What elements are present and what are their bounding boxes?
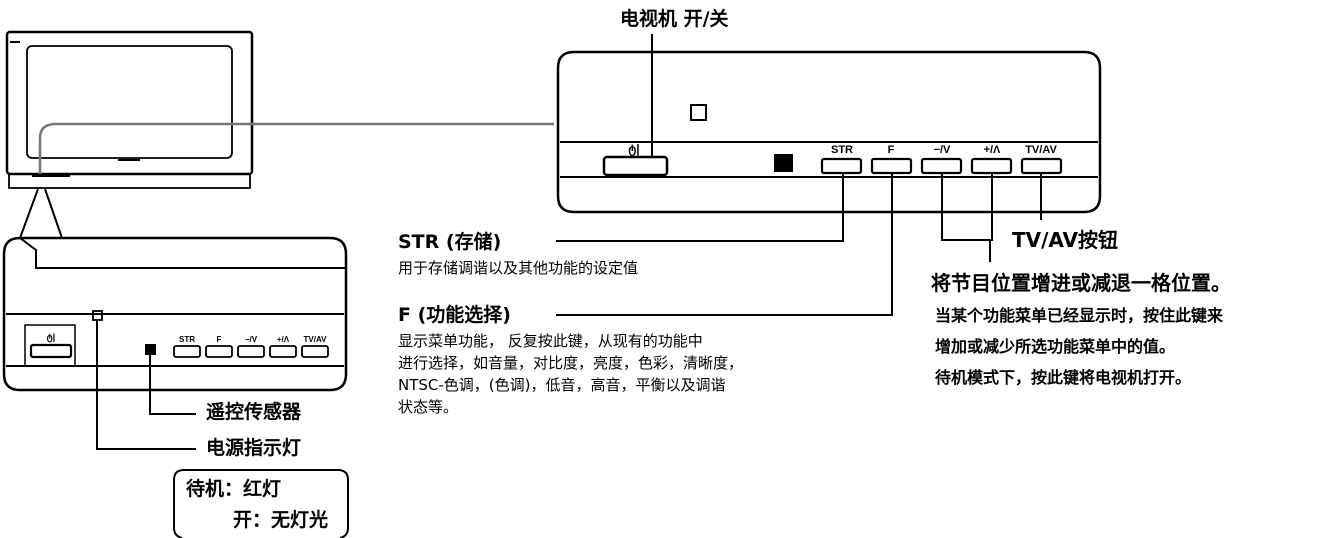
- zoom-lines: [19, 188, 63, 239]
- leader-func: [556, 173, 893, 316]
- str-title: STR (存储): [398, 231, 502, 253]
- small-label-f: F: [217, 335, 222, 344]
- func-line-1: 显示菜单功能， 反复按此键，从现有的功能中: [398, 332, 703, 350]
- remote-sensor-label: 遥控传感器: [206, 401, 302, 423]
- big-label-minus: −/V: [934, 144, 951, 156]
- leader-power-indicator: [96, 320, 196, 450]
- small-control-panel: [2, 236, 348, 392]
- small-power-symbol: ტ|: [47, 332, 55, 343]
- power-indicator-label: 电源指示灯: [206, 437, 302, 459]
- big-label-str: STR: [831, 144, 853, 156]
- prog-line-3: 待机模式下，按此键将电视机打开。: [935, 368, 1192, 387]
- tvav-title: TV/AV按钮: [1012, 228, 1119, 252]
- zoom-bracket: [19, 237, 346, 269]
- func-line-4: 状态等。: [398, 398, 459, 416]
- tv-set: [5, 30, 254, 189]
- prog-line-1: 当某个功能菜单已经显示时，按住此键来: [935, 306, 1224, 325]
- leader-remote-sensor: [149, 355, 196, 415]
- big-power-symbol: ტ|: [628, 142, 639, 157]
- small-label-tvav: TV/AV: [304, 335, 328, 344]
- big-label-f: F: [888, 144, 895, 156]
- str-description: 用于存储调谐以及其他功能的设定值: [398, 259, 639, 277]
- func-line-3: NTSC-色调，(色调)，低音，高音，平衡以及调谐: [398, 376, 726, 394]
- func-line-2: 进行选择，如音量，对比度，亮度，色彩，清晰度，: [398, 354, 744, 372]
- big-label-plus: +/Λ: [984, 144, 1001, 156]
- small-label-str: STR: [179, 335, 195, 344]
- small-label-minus: −/V: [245, 335, 258, 344]
- big-control-panel: [556, 50, 1102, 214]
- prog-title: 将节目位置增进或减退一格位置。: [931, 271, 1231, 295]
- small-label-plus: +/Λ: [277, 335, 290, 344]
- indicator-on: 开：无灯光: [233, 509, 329, 531]
- leader-prog: [941, 173, 993, 262]
- leader-str: [556, 173, 844, 242]
- indicator-standby: 待机：红灯: [186, 478, 282, 500]
- prog-line-2: 增加或减少所选功能菜单中的值。: [935, 337, 1176, 356]
- func-title: F (功能选择): [398, 304, 511, 326]
- tv-to-panel-connector: [38, 122, 554, 174]
- big-label-tvav: TV/AV: [1025, 144, 1057, 156]
- power-title: 电视机 开/关: [620, 8, 729, 30]
- indicator-box-frame: [173, 469, 349, 538]
